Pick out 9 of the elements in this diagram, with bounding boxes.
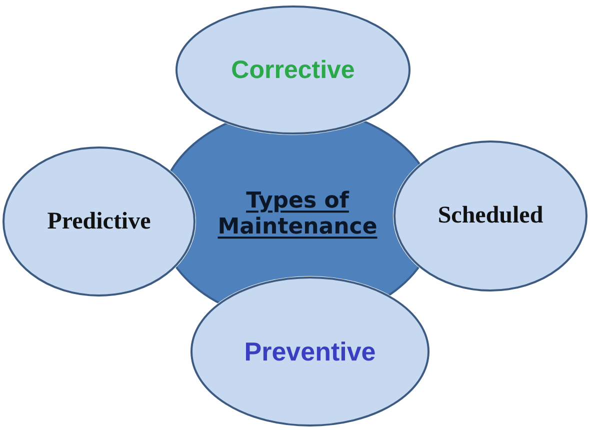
category-ellipse — [190, 276, 430, 427]
category-label: Preventive — [244, 336, 376, 368]
category-ellipse — [2, 146, 196, 297]
category-label: Corrective — [231, 55, 355, 85]
category-ellipse — [393, 140, 588, 292]
category-label: Predictive — [47, 207, 151, 236]
center-heading: Types of Maintenance — [218, 188, 378, 242]
category-label: Scheduled — [438, 202, 544, 230]
category-ellipse — [175, 5, 411, 135]
